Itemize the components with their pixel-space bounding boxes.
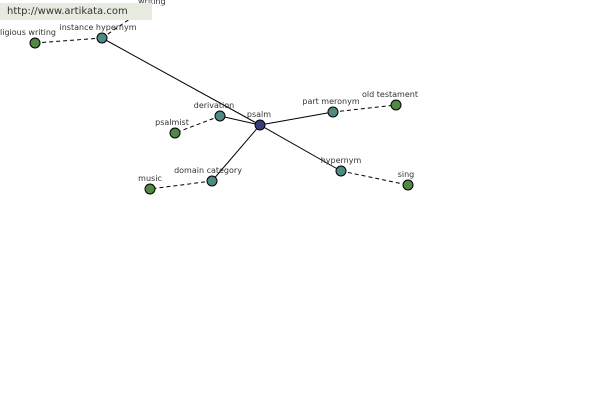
node-part-meronym[interactable] [327, 106, 339, 118]
node-label-hypernym: hypernym [321, 156, 362, 165]
edge-instance-hypernym-religious-writing [34, 37, 103, 44]
node-instance-hypernym[interactable] [96, 32, 108, 44]
node-old-testament[interactable] [390, 99, 402, 111]
node-label-writing: writing [138, 0, 166, 6]
node-music[interactable] [144, 183, 156, 195]
node-religious-writing[interactable] [29, 37, 41, 49]
edge-psalm-instance-hypernym [101, 37, 261, 126]
edge-domain-category-music [149, 180, 213, 190]
edge-psalm-part-meronym [259, 111, 334, 126]
node-psalmist[interactable] [169, 127, 181, 139]
node-label-domain-category: domain category [174, 166, 242, 175]
node-label-instance-hypernym: instance hypernym [60, 23, 137, 32]
node-label-old-testament: old testament [362, 90, 418, 99]
edge-psalm-domain-category [211, 124, 261, 182]
node-label-sing: sing [398, 170, 415, 179]
node-label-psalm: psalm [247, 110, 271, 119]
node-domain-category[interactable] [206, 175, 218, 187]
node-label-religious-writing: religious writing [0, 28, 56, 37]
edge-hypernym-sing [340, 170, 409, 186]
node-derivation[interactable] [214, 110, 226, 122]
site-watermark: http://www.artikata.com [0, 3, 152, 20]
node-label-part-meronym: part meronym [302, 97, 359, 106]
node-label-derivation: derivation [194, 101, 234, 110]
edge-psalm-hypernym [259, 124, 342, 172]
node-hypernym[interactable] [335, 165, 347, 177]
node-label-music: music [138, 174, 162, 183]
edge-derivation-psalmist [174, 115, 221, 134]
node-label-psalmist: psalmist [155, 118, 189, 127]
edge-psalm-derivation [219, 115, 261, 126]
edge-part-meronym-old-testament [332, 104, 397, 113]
node-sing[interactable] [402, 179, 414, 191]
node-psalm[interactable] [254, 119, 266, 131]
